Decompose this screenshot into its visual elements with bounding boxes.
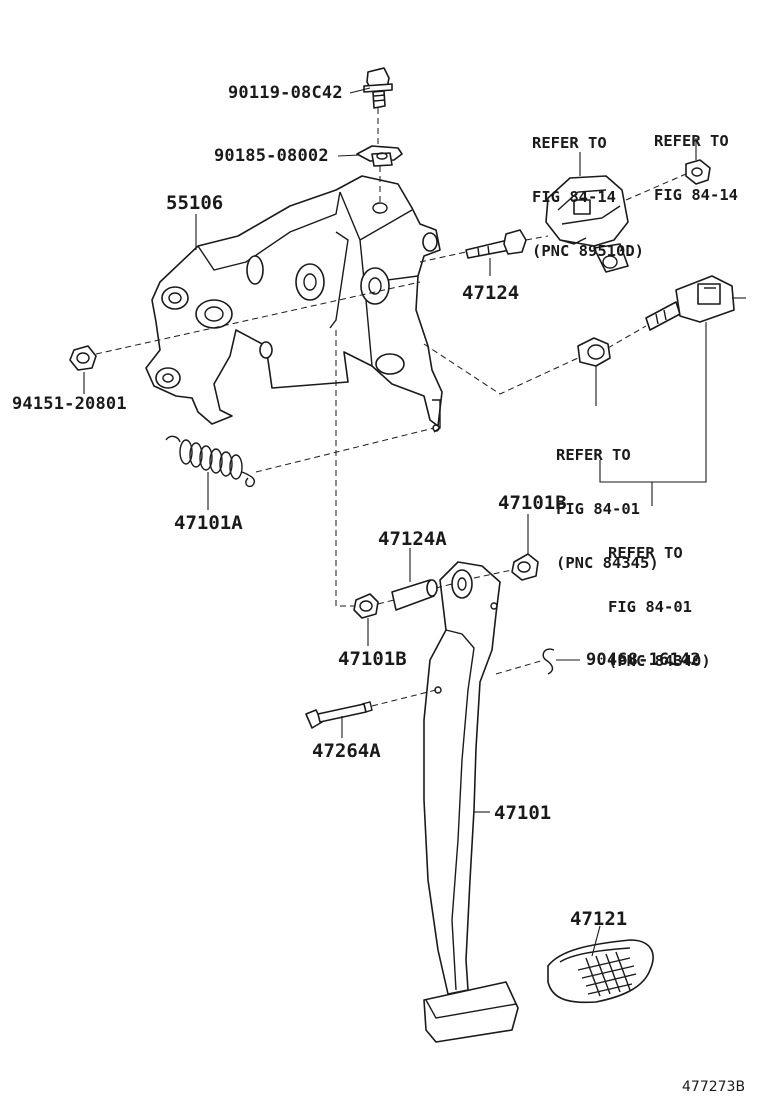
nut-ref-84-14 <box>685 159 711 185</box>
bolt-47124 <box>465 229 527 259</box>
cushion-84345 <box>577 337 611 367</box>
ref-note-84340[interactable]: REFER TO FIG 84-01 (PNC 84340) <box>608 508 711 688</box>
ref-note-84-14[interactable]: REFER TO FIG 84-14 <box>654 96 738 222</box>
pin-47264A <box>305 701 373 729</box>
label-47101B-top[interactable]: 47101B <box>498 492 567 514</box>
ref-line: REFER TO <box>608 544 683 562</box>
label-47101B-left[interactable]: 47101B <box>338 648 407 670</box>
ref-line: FIG 84-01 <box>556 500 640 518</box>
label-47124A[interactable]: 47124A <box>378 528 447 550</box>
clip-90468 <box>542 648 555 675</box>
bushing-47101B-left <box>353 593 379 619</box>
ref-line: (PNC 84345) <box>556 554 659 572</box>
ref-line: REFER TO <box>654 132 729 150</box>
spring-47101A <box>165 435 256 488</box>
label-94151-20801[interactable]: 94151-20801 <box>12 394 127 414</box>
label-55106[interactable]: 55106 <box>166 192 224 214</box>
bushing-47101B-top <box>511 553 539 581</box>
nut-90185 <box>356 145 403 167</box>
ref-note-89510D[interactable]: REFER TO FIG 84-14 (PNC 89510D) <box>532 98 644 278</box>
ref-line: (PNC 84340) <box>608 652 711 670</box>
collar-47124A <box>391 579 438 611</box>
ref-line: REFER TO <box>556 446 631 464</box>
ref-line: FIG 84-14 <box>532 188 616 206</box>
ref-line: FIG 84-01 <box>608 598 692 616</box>
ref-line: FIG 84-14 <box>654 186 738 204</box>
pedal-pad-47121 <box>547 939 654 1004</box>
switch-84340 <box>645 275 735 331</box>
label-47101[interactable]: 47101 <box>494 802 552 824</box>
ref-line: REFER TO <box>532 134 607 152</box>
nut-94151 <box>69 345 97 371</box>
bracket-55106 <box>145 175 443 433</box>
ref-line: (PNC 89510D) <box>532 242 644 260</box>
assembly-lines <box>95 108 687 707</box>
figure-code: 477273B <box>682 1079 746 1095</box>
leader-lines <box>83 87 746 957</box>
label-47101A[interactable]: 47101A <box>174 512 243 534</box>
label-90119-08C42[interactable]: 90119-08C42 <box>228 83 343 103</box>
label-47124[interactable]: 47124 <box>462 282 520 304</box>
label-47264A[interactable]: 47264A <box>312 740 381 762</box>
label-90185-08002[interactable]: 90185-08002 <box>214 146 329 166</box>
switch-89510D <box>545 175 629 273</box>
label-90468-16142[interactable]: 90468-16142 <box>586 650 701 670</box>
label-47121[interactable]: 47121 <box>570 908 628 930</box>
pedal-arm-47101 <box>423 561 519 1043</box>
ref-note-84345[interactable]: REFER TO FIG 84-01 (PNC 84345) <box>556 410 659 590</box>
